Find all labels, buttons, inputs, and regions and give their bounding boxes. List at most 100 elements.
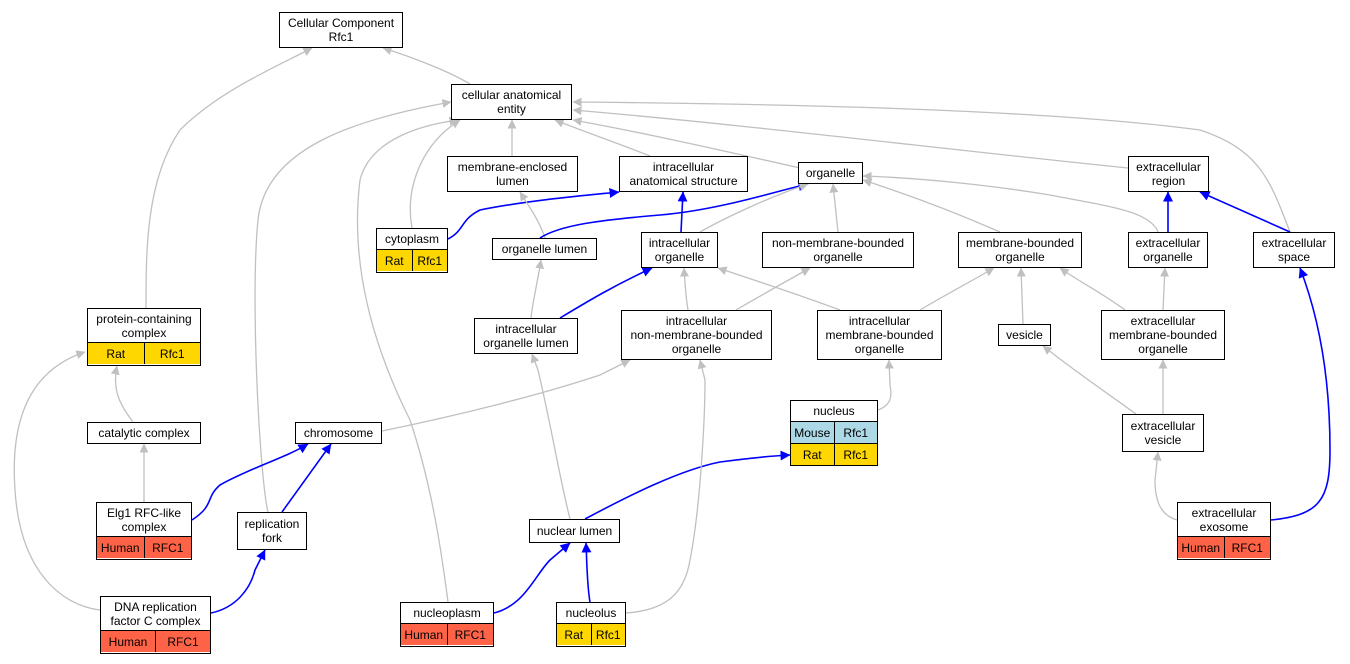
species-cell: Human [101, 631, 155, 652]
gene-cell: Rfc1 [833, 444, 877, 465]
edge-nlu-to-iol [530, 353, 571, 520]
annotation-row: Mouse Rfc1 [791, 421, 877, 443]
node-nlu[interactable]: nuclear lumen [529, 519, 620, 543]
edge-nlo-to-nlu [581, 542, 592, 603]
node-cae[interactable]: cellular anatomical entity [451, 84, 572, 120]
edge-olu-to-org [539, 181, 809, 239]
node-iol[interactable]: intracellular organelle lumen [474, 318, 578, 354]
node-label: membrane-bounded organelle [965, 235, 1075, 264]
node-exo[interactable]: extracellular organelle [1128, 232, 1208, 268]
gene-cell: Rfc1 [590, 624, 625, 645]
node-io[interactable]: intracellular organelle [641, 232, 718, 268]
node-cat[interactable]: catalytic complex [87, 422, 201, 444]
species-cell: Rat [791, 444, 834, 465]
node-label: cytoplasm [384, 232, 440, 246]
node-label: membrane-enclosed lumen [457, 159, 568, 188]
edge-inmbo-to-nmbo [735, 267, 811, 311]
node-label: extracellular space [1261, 235, 1327, 264]
edge-cyt-to-ias [447, 188, 620, 240]
node-olu[interactable]: organelle lumen [492, 238, 597, 260]
node-label: chromosome [303, 425, 374, 440]
edge-ias-to-cae [554, 118, 651, 157]
node-nuc[interactable]: nucleus Mouse Rfc1 Rat Rfc1 [790, 400, 878, 466]
annotation-row: Rat Rfc1 [791, 443, 877, 465]
edge-drf-to-pcc [13, 350, 101, 611]
node-label: intracellular anatomical structure [629, 159, 738, 188]
edge-chr-to-inmbo [381, 359, 631, 432]
species-cell: Human [1178, 537, 1224, 558]
node-label: extracellular vesicle [1130, 418, 1196, 447]
node-embo[interactable]: extracellular membrane-bounded organelle [1101, 310, 1225, 360]
node-label: DNA replication factor C complex [110, 599, 201, 628]
node-label: replication fork [244, 516, 300, 545]
node-pcc[interactable]: protein-containing complex Rat Rfc1 [87, 308, 201, 366]
edge-inmbo-to-io [680, 267, 689, 311]
node-label: organelle lumen [501, 241, 588, 256]
node-mel[interactable]: membrane-enclosed lumen [447, 156, 578, 192]
edge-embo-to-exo [1160, 267, 1170, 311]
edge-io-to-ias [677, 191, 688, 233]
edge-cyt-to-cae [409, 119, 461, 229]
gene-cell: Rfc1 [833, 422, 877, 443]
node-label: Cellular Component Rfc1 [287, 15, 395, 44]
edge-nlo-to-inmbo [625, 359, 707, 614]
node-label: intracellular membrane-bounded organelle [825, 313, 934, 356]
species-cell: Human [97, 537, 144, 558]
node-label: non-membrane-bounded organelle [771, 235, 905, 264]
annotation-row: Human RFC1 [101, 630, 210, 652]
edge-exs-to-cae [572, 97, 1291, 233]
node-ias[interactable]: intracellular anatomical structure [619, 156, 748, 192]
node-label: extracellular organelle [1135, 235, 1201, 264]
edge-elg-to-chr [191, 443, 309, 521]
edge-imbo-to-io [717, 266, 841, 311]
annotation-row: Human RFC1 [401, 623, 493, 645]
edge-pcc-to-cc [145, 47, 313, 309]
annotation-row: Human RFC1 [1178, 536, 1270, 558]
edge-exv-to-ves [1042, 345, 1137, 415]
node-label: extracellular region [1136, 159, 1201, 188]
species-cell: Rat [88, 343, 144, 364]
edge-iol-to-io [559, 267, 653, 319]
node-rep[interactable]: replication fork [237, 512, 307, 550]
node-exr[interactable]: extracellular region [1128, 156, 1209, 192]
node-ves[interactable]: vesicle [998, 324, 1051, 346]
node-exe[interactable]: extracellular exosome Human RFC1 [1177, 502, 1271, 560]
edge-mbo-to-org [862, 178, 1001, 233]
node-label: extracellular exosome [1191, 505, 1257, 534]
edge-exr-to-cae [572, 106, 1129, 169]
node-label: nucleolus [565, 606, 617, 620]
node-inmbo[interactable]: intracellular non-membrane-bounded organ… [621, 310, 772, 360]
node-exs[interactable]: extracellular space [1253, 232, 1335, 268]
node-cc[interactable]: Cellular Component Rfc1 [279, 12, 403, 48]
edge-rep-to-chr [281, 443, 332, 513]
gene-cell: RFC1 [155, 631, 210, 652]
edge-exs-to-exr [1199, 191, 1291, 233]
node-imbo[interactable]: intracellular membrane-bounded organelle [817, 310, 942, 360]
node-label: intracellular non-membrane-bounded organ… [630, 313, 763, 356]
edge-npl-to-cae [356, 116, 459, 603]
gene-cell: RFC1 [446, 624, 493, 645]
annotation-row: Rat Rfc1 [377, 249, 447, 271]
edge-org-to-cae [572, 117, 801, 169]
node-mbo[interactable]: membrane-bounded organelle [958, 232, 1082, 268]
edges-layer [13, 46, 1331, 614]
gene-cell: RFC1 [1223, 537, 1270, 558]
node-org[interactable]: organelle [798, 162, 863, 184]
node-drf[interactable]: DNA replication factor C complex Human R… [100, 596, 211, 654]
node-label: cellular anatomical entity [461, 87, 562, 116]
edge-nlu-to-nuc [584, 450, 791, 520]
node-label: intracellular organelle lumen [483, 321, 569, 350]
node-nmbo[interactable]: non-membrane-bounded organelle [762, 232, 914, 268]
node-label: nucleus [813, 404, 855, 418]
node-cyt[interactable]: cytoplasm Rat Rfc1 [376, 228, 448, 273]
edge-embo-to-mbo [1059, 267, 1126, 311]
edge-nuc-to-imbo [877, 359, 894, 411]
node-exv[interactable]: extracellular vesicle [1122, 414, 1204, 452]
annotation-row: Rat Rfc1 [88, 342, 200, 364]
node-nlo[interactable]: nucleolus Rat Rfc1 [556, 602, 626, 647]
node-npl[interactable]: nucleoplasm Human RFC1 [400, 602, 494, 647]
node-elg[interactable]: Elg1 RFC-like complex Human RFC1 [96, 502, 192, 560]
edge-iol-to-olu [530, 259, 545, 319]
node-chr[interactable]: chromosome [295, 422, 382, 444]
species-cell: Mouse [791, 422, 834, 443]
